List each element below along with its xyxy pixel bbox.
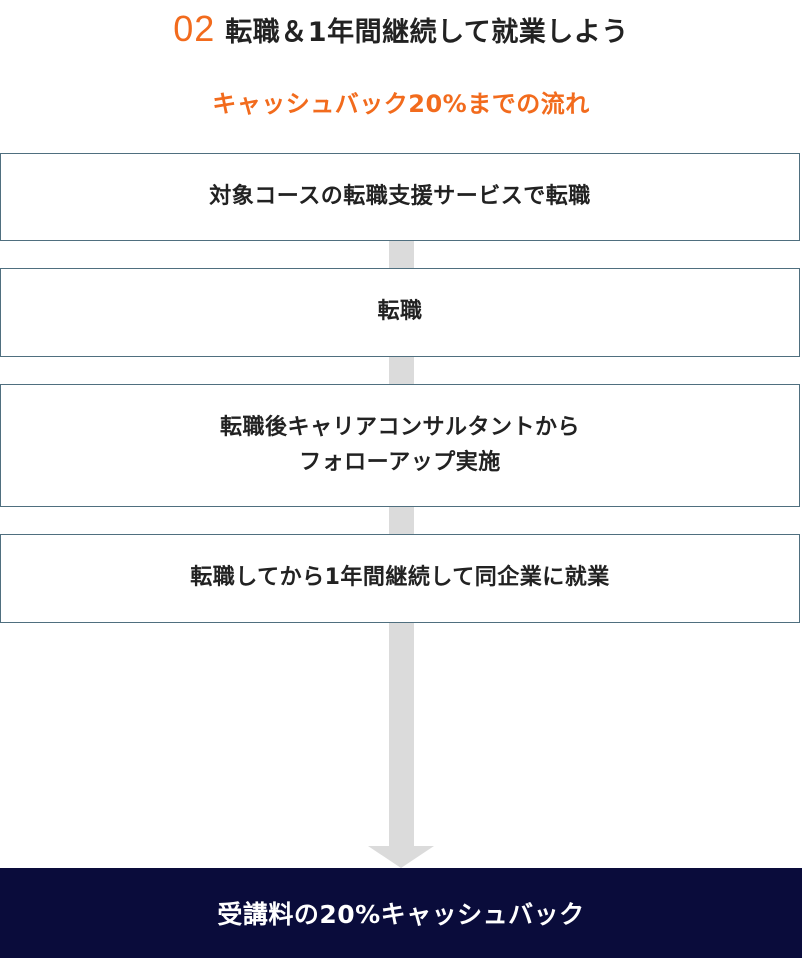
cashback-result-banner: 受講料の20%キャッシュバック: [0, 868, 802, 958]
flow-step-label: 対象コースの転職支援サービスで転職: [209, 183, 591, 209]
flow-subtitle: キャッシュバック20%までの流れ: [212, 90, 590, 118]
cashback-result-label: 受講料の20%キャッシュバック: [217, 900, 585, 929]
flow-step-3: 転職後キャリアコンサルタントから フォローアップ実施: [0, 384, 800, 507]
flow-step-label: 転職: [377, 299, 423, 325]
flow-step-1: 対象コースの転職支援サービスで転職: [0, 153, 800, 241]
flow-step-label: 転職後キャリアコンサルタントから フォローアップ実施: [219, 415, 580, 475]
flow-step-label: 転職してから1年間継続して同企業に就業: [190, 565, 610, 591]
flow-arrowhead: [368, 846, 434, 868]
step-number: 02: [173, 8, 216, 49]
flow-step-4: 転職してから1年間継続して同企業に就業: [0, 534, 800, 623]
section-title: 転職＆1年間継続して就業しよう: [225, 16, 629, 48]
flow-step-2: 転職: [0, 268, 800, 357]
section-header: 02 転職＆1年間継続して就業しよう: [0, 6, 802, 52]
